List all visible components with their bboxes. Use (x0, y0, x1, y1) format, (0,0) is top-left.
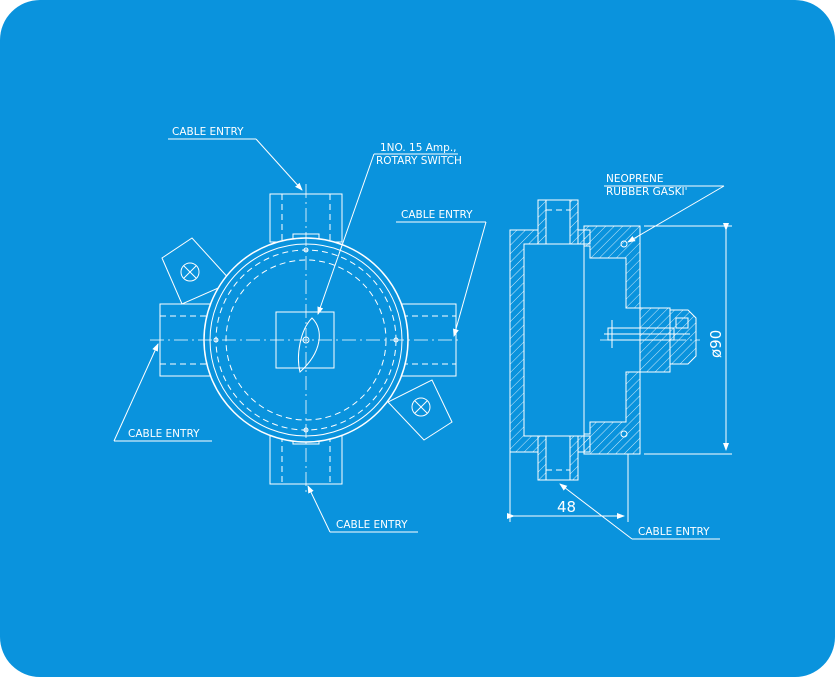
label-switch-line1: 1NO. 15 Amp., (380, 142, 457, 154)
callout-top-cable-entry: CABLE ENTRY (168, 126, 303, 191)
dimension-diameter-label: ø90 (707, 330, 725, 358)
label-cable-entry-bottom: CABLE ENTRY (336, 519, 408, 531)
label-cable-entry-top: CABLE ENTRY (172, 126, 244, 138)
dimension-width-label: 48 (557, 498, 576, 516)
label-cable-entry-left: CABLE ENTRY (128, 428, 200, 440)
front-view (150, 184, 460, 494)
dimension-diameter: ø90 (644, 223, 732, 455)
callout-bottom-cable-entry: CABLE ENTRY (307, 485, 418, 533)
mounting-lug-lower-right (387, 379, 453, 441)
callout-side-cable-entry: CABLE ENTRY (559, 483, 720, 540)
label-switch-line2: ROTARY SWITCH (376, 155, 462, 167)
callout-left-cable-entry: CABLE ENTRY (113, 343, 212, 442)
side-view (509, 199, 700, 481)
rotary-switch (275, 311, 335, 373)
label-gasket-line1: NEOPRENE (606, 173, 664, 185)
callout-gasket: NEOPRENE RUBBER GASKI' (604, 173, 725, 243)
callout-rotary-switch: 1NO. 15 Amp., ROTARY SWITCH (317, 142, 462, 315)
label-cable-entry-right: CABLE ENTRY (401, 209, 473, 221)
callout-right-cable-entry: CABLE ENTRY (396, 209, 487, 337)
dimension-width: 48 (507, 452, 629, 522)
label-gasket-line2: RUBBER GASKI' (606, 186, 688, 198)
label-cable-entry-side: CABLE ENTRY (638, 526, 710, 538)
